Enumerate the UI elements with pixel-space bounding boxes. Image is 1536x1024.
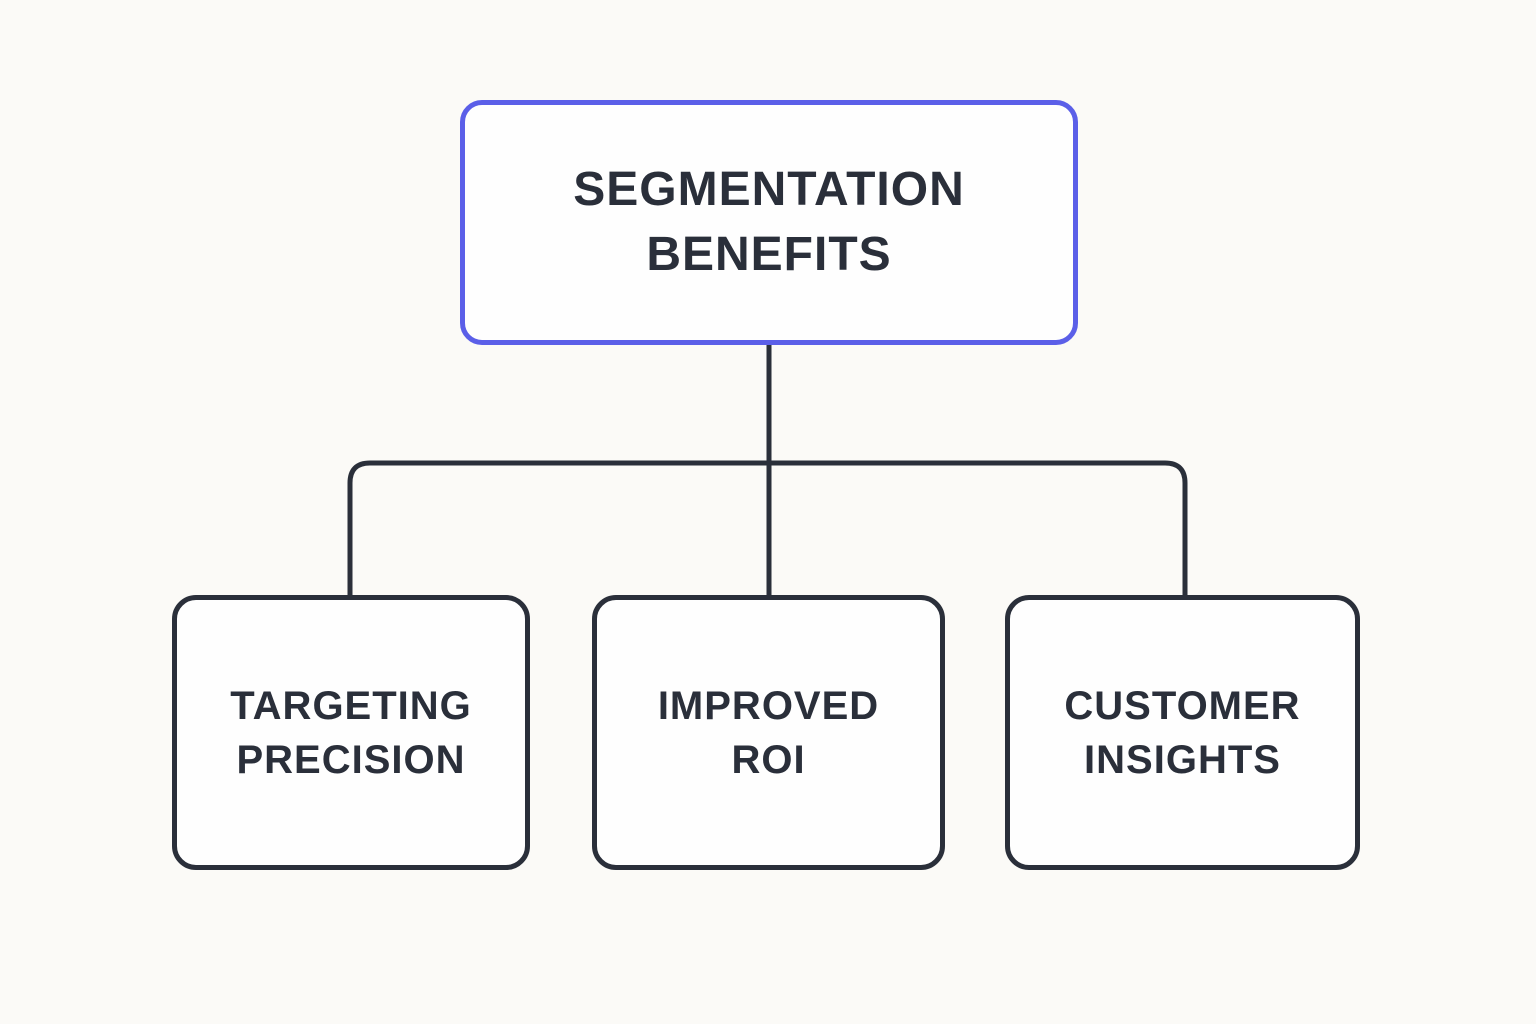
- child-node-customer-insights: CUSTOMER INSIGHTS: [1005, 595, 1360, 870]
- child-node-improved-roi: IMPROVED ROI: [592, 595, 945, 870]
- child-node-targeting-precision: TARGETING PRECISION: [172, 595, 530, 870]
- root-node-label: SEGMENTATION BENEFITS: [573, 162, 965, 281]
- child-node-label: CUSTOMER INSIGHTS: [1064, 683, 1301, 782]
- child-node-label: TARGETING PRECISION: [230, 683, 472, 782]
- child-node-label: IMPROVED ROI: [657, 683, 880, 782]
- root-node-segmentation-benefits: SEGMENTATION BENEFITS: [460, 100, 1078, 345]
